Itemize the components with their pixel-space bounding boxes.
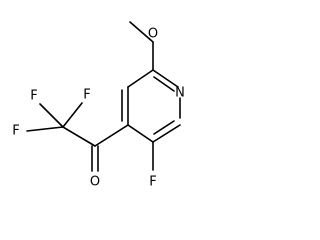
atom-label-o-methoxy: O	[148, 27, 158, 42]
atom-label-n-ring: N	[175, 86, 185, 101]
bond-cf3-to-f-top-right	[62, 102, 83, 128]
ring-bond-c2-n-inner	[153, 76, 175, 92]
bond-cf3-to-carbonyl-carbon	[62, 126, 96, 147]
ring-bond-c5-c4	[127, 124, 154, 143]
atom-label-f-ring: F	[149, 175, 156, 190]
atom-label-f-top-left: F	[30, 89, 37, 104]
ring-bond-c6-c5	[152, 124, 181, 143]
atom-label-f-top-right: F	[83, 88, 90, 103]
atom-label-f-left: F	[12, 124, 19, 139]
bonds	[26, 21, 181, 172]
ring-bond-c3-c2	[127, 69, 154, 88]
atom-labels: F F F O F N O	[12, 27, 185, 190]
ring-bond-c2-n	[152, 69, 179, 88]
bond-methoxy-o-to-methyl	[129, 21, 154, 43]
atom-label-o-carbonyl: O	[90, 175, 100, 190]
bond-cf3-to-f-top-left	[39, 103, 64, 128]
chemical-structure-diagram: F F F O F N O	[12, 21, 185, 190]
bond-carbonyl-to-ring	[94, 124, 129, 147]
ring-bond-c6-c5-inner	[153, 120, 175, 135]
bond-cf3-to-f-left	[26, 126, 64, 132]
